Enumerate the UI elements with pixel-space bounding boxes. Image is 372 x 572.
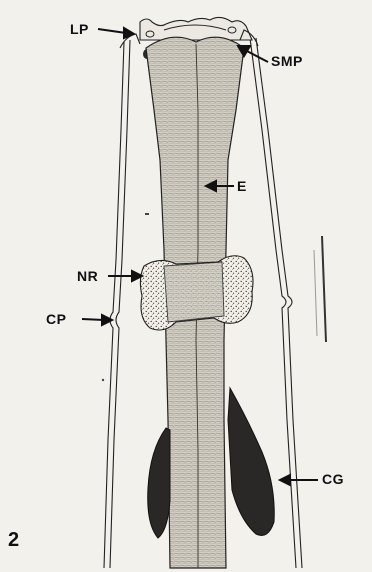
cg-arrow <box>280 475 318 485</box>
label-smp: SMP <box>271 54 303 68</box>
label-e: E <box>237 179 247 193</box>
body-wall-left <box>104 40 130 568</box>
label-nr: NR <box>77 269 98 283</box>
scale-bar-inner <box>314 250 317 336</box>
scale-bar <box>322 236 326 342</box>
lp-arrow <box>98 28 134 38</box>
figure-number: 2 <box>8 530 19 550</box>
label-lp: LP <box>70 22 89 36</box>
nerve-ring-band <box>164 262 224 322</box>
label-cp: CP <box>46 312 66 326</box>
cervical-gland-left <box>148 428 170 538</box>
nr-arrow <box>108 271 142 281</box>
cervical-gland-right <box>228 388 274 536</box>
cp-arrow <box>82 315 112 325</box>
label-cg: CG <box>322 472 344 486</box>
